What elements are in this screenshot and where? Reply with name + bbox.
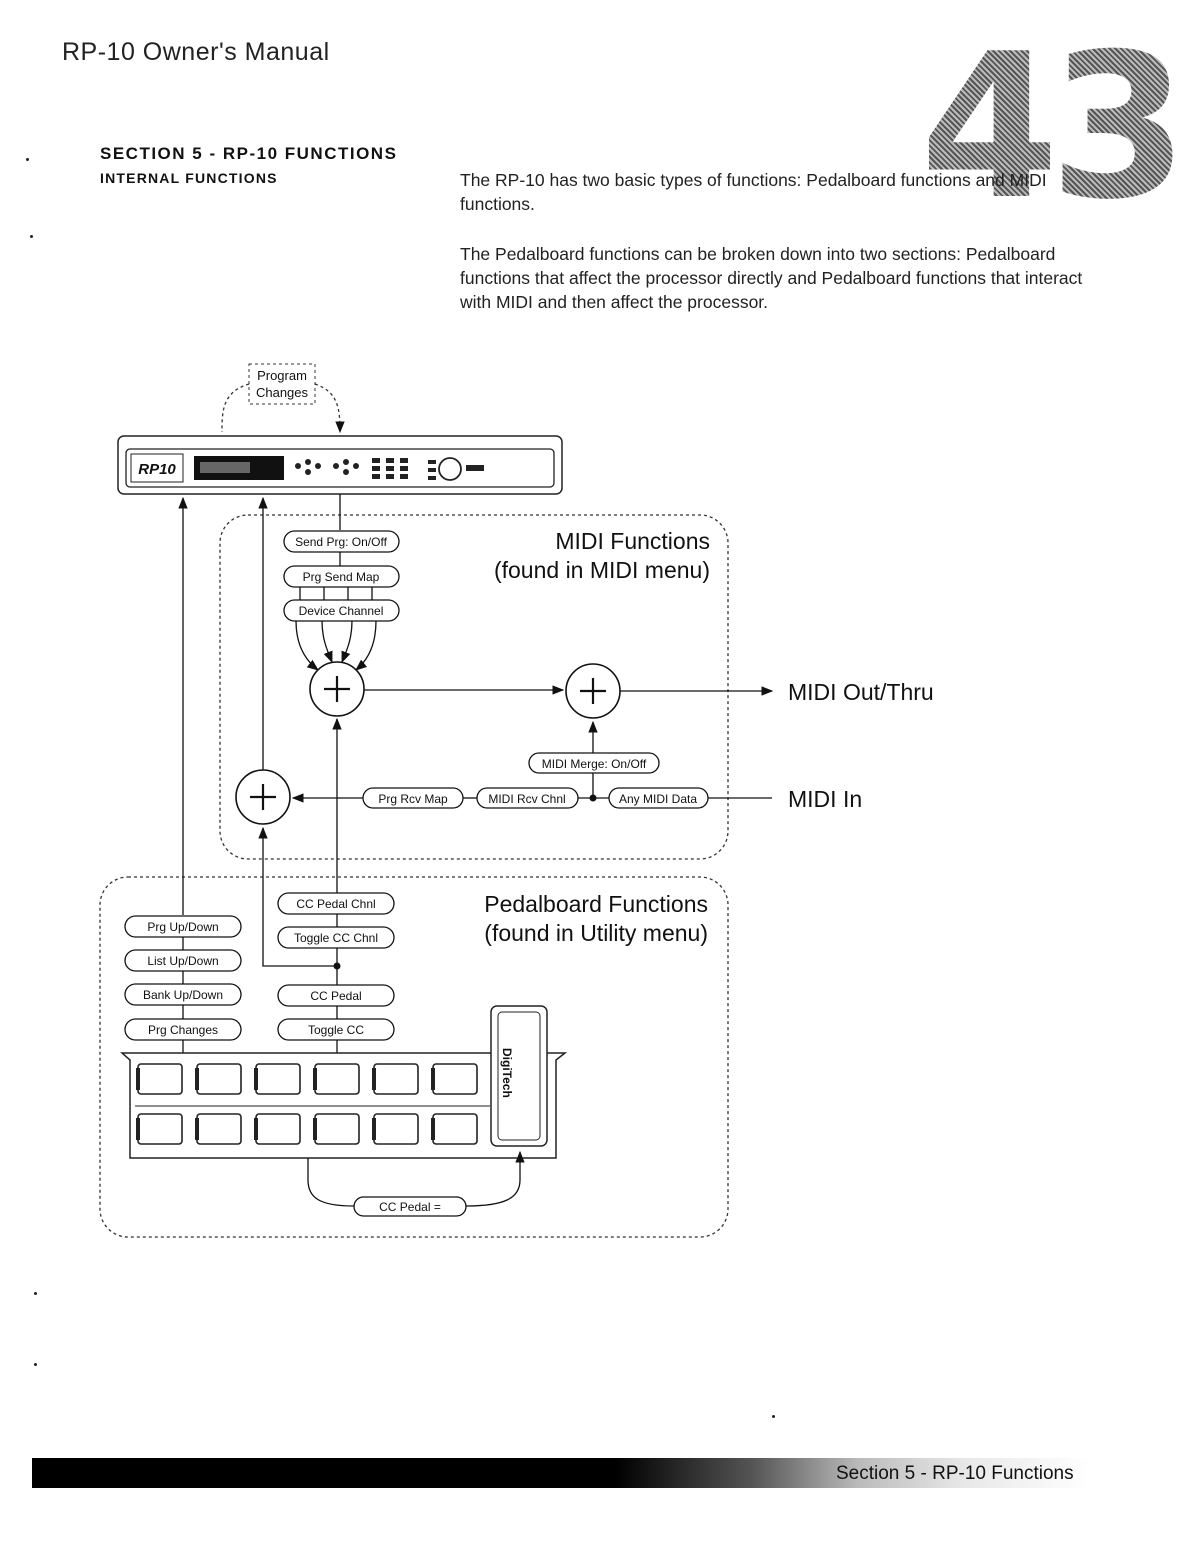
program-changes-label-2: Changes — [256, 385, 309, 400]
cc-pedal-chnl-pill: CC Pedal Chnl — [277, 892, 395, 915]
prg-send-map-pill: Prg Send Map — [283, 565, 400, 588]
prg-up-down-label: Prg Up/Down — [147, 920, 218, 934]
pedal-group-title: Pedalboard Functions — [484, 891, 708, 917]
pedalboard-unit: DigiTech — [120, 1005, 568, 1159]
scan-speck — [772, 1415, 775, 1418]
midi-in-label: MIDI In — [788, 786, 862, 812]
pedal-group-subtitle: (found in Utility menu) — [484, 920, 708, 946]
sum-node-2 — [565, 663, 621, 719]
program-changes-arrow — [314, 383, 345, 434]
cc-pedal-chnl-label: CC Pedal Chnl — [296, 897, 375, 911]
footer-text: Section 5 - RP-10 Functions — [836, 1463, 1074, 1484]
pedalboard-paragraph: The Pedalboard functions can be broken d… — [460, 244, 1083, 312]
midi-merge-pill: MIDI Merge: On/Off — [528, 752, 660, 774]
cc-pedal-eq-pill: CC Pedal = — [353, 1196, 467, 1217]
map-to-channel-lines — [299, 587, 373, 600]
sum-node-3 — [235, 769, 291, 825]
scan-speck — [34, 1292, 37, 1295]
unit-logo: RP10 — [138, 461, 176, 478]
bank-up-down-pill: Bank Up/Down — [124, 983, 242, 1006]
list-up-down-label: List Up/Down — [147, 954, 218, 968]
scan-speck — [30, 235, 33, 238]
program-changes-label-1: Program — [257, 368, 307, 383]
program-changes-curve — [221, 383, 250, 433]
toggle-cc-pill: Toggle CC — [277, 1018, 395, 1041]
prg-send-map-label: Prg Send Map — [303, 570, 380, 584]
midi-rcv-chnl-label: MIDI Rcv Chnl — [488, 792, 565, 806]
pedalboard-functions-group — [99, 876, 729, 1238]
manual-title: RP-10 Owner's Manual — [62, 38, 330, 66]
toggle-cc-label: Toggle CC — [308, 1023, 364, 1037]
section-title: SECTION 5 - RP-10 FUNCTIONS — [100, 144, 398, 163]
midi-merge-label: MIDI Merge: On/Off — [542, 757, 647, 771]
send-prg-label: Send Prg: On/Off — [295, 535, 387, 549]
device-channel-pill: Device Channel — [283, 599, 400, 622]
rp10-unit: RP10 — [117, 435, 563, 495]
sum-node-1 — [309, 661, 365, 717]
midi-out-thru-label: MIDI Out/Thru — [788, 679, 934, 705]
any-midi-data-pill: Any MIDI Data — [608, 787, 709, 809]
prg-changes-pill: Prg Changes — [124, 1018, 242, 1041]
midi-group-title: MIDI Functions — [555, 528, 710, 554]
page-number: 43 — [920, 11, 1188, 244]
toggle-cc-chnl-pill: Toggle CC Chnl — [277, 926, 395, 949]
prg-up-down-pill: Prg Up/Down — [124, 915, 242, 938]
footer-bar — [32, 1458, 1092, 1488]
cc-junction-to-sum3 — [258, 826, 337, 967]
device-channel-label: Device Channel — [299, 604, 384, 618]
cc-pedal-eq-loop-left — [307, 1158, 355, 1207]
any-midi-data-label: Any MIDI Data — [619, 792, 697, 806]
list-up-down-pill: List Up/Down — [124, 949, 242, 972]
prg-rcv-map-label: Prg Rcv Map — [378, 792, 448, 806]
midi-rcv-chnl-pill: MIDI Rcv Chnl — [476, 787, 579, 809]
pedal-brand: DigiTech — [500, 1048, 514, 1098]
toggle-cc-chnl-label: Toggle CC Chnl — [294, 931, 378, 945]
cc-pedal-label: CC Pedal — [310, 989, 361, 1003]
cc-pedal-eq-loop-right — [465, 1150, 525, 1207]
channel-to-sum-arrows — [295, 620, 377, 671]
midi-in-junction — [589, 794, 597, 802]
scan-speck — [26, 158, 29, 161]
send-prg-pill: Send Prg: On/Off — [283, 530, 400, 553]
cc-pedal-eq-label: CC Pedal = — [379, 1200, 441, 1214]
intro-paragraph: The RP-10 has two basic types of functio… — [460, 170, 1047, 214]
scan-speck — [34, 1363, 37, 1366]
prg-rcv-map-pill: Prg Rcv Map — [362, 787, 464, 809]
subsection-title: INTERNAL FUNCTIONS — [100, 170, 278, 186]
bank-up-down-label: Bank Up/Down — [143, 988, 223, 1002]
prg-changes-label: Prg Changes — [148, 1023, 218, 1037]
cc-pedal-pill: CC Pedal — [277, 984, 395, 1007]
midi-group-subtitle: (found in MIDI menu) — [494, 557, 710, 583]
